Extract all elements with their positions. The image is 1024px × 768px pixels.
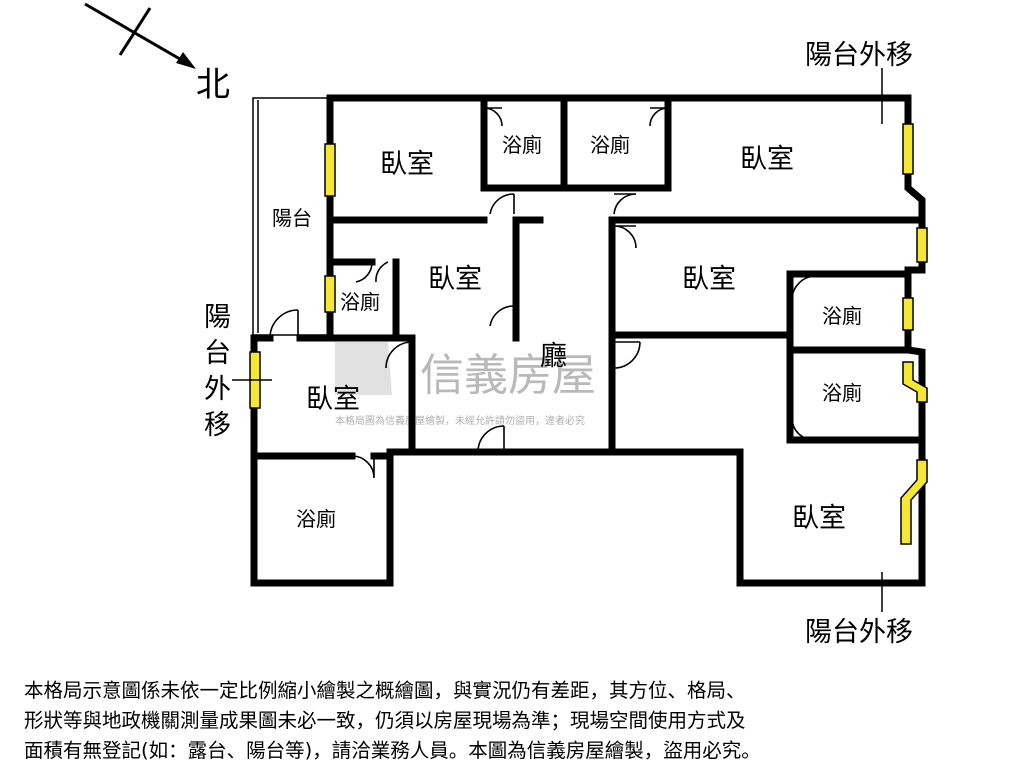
room-bath-right-lower: 浴廁: [822, 381, 862, 405]
note-balcony-moved-left: 陽 台 外 移: [204, 302, 231, 441]
room-bath-mid-left: 浴廁: [340, 290, 380, 314]
floor-plan: 北 信義房屋 本格局圖為信義房屋繪製，未經允許請勿盜用，違者必究: [84, 2, 928, 648]
walls: [250, 94, 926, 587]
note-left-char: 台: [204, 338, 231, 369]
window: [902, 297, 914, 331]
watermark-brand: 信義房屋: [420, 350, 596, 401]
north-label: 北: [196, 65, 230, 105]
disclaimer-line: 形狀等與地政機關測量成果圖未必一致，仍須以房屋現場為準；現場空間使用方式及: [24, 709, 746, 732]
room-bath-top-1: 浴廁: [502, 133, 542, 157]
balcony-markers: [232, 68, 883, 612]
note-left-char: 移: [204, 410, 231, 441]
window: [916, 227, 928, 263]
disclaimer: 本格局示意圖係未依一定比例縮小繪製之概繪圖，與實況仍有差距，其方位、格局、 形狀…: [24, 676, 1009, 766]
window: [902, 361, 928, 403]
brand-logo-icon: [335, 342, 392, 395]
room-bath-bottom-left: 浴廁: [296, 507, 336, 531]
note-balcony-moved-bottom: 陽台外移: [805, 617, 913, 648]
room-bedroom-top-left: 臥室: [380, 149, 434, 180]
window: [900, 459, 928, 545]
note-left-char: 外: [204, 374, 231, 405]
room-bedroom-mid-right: 臥室: [682, 264, 736, 295]
room-bedroom-lower-left: 臥室: [306, 384, 360, 415]
room-bedroom-mid-left: 臥室: [428, 264, 482, 295]
north-compass: 北: [84, 2, 230, 105]
window: [902, 123, 914, 175]
room-bath-top-2: 浴廁: [590, 133, 630, 157]
disclaimer-line: 本格局示意圖係未依一定比例縮小繪製之概繪圖，與實況仍有差距，其方位、格局、: [24, 679, 746, 702]
window: [324, 275, 336, 313]
room-bedroom-bottom-right: 臥室: [792, 503, 846, 534]
brand-watermark: 信義房屋 本格局圖為信義房屋繪製，未經允許請勿盜用，違者必究: [335, 342, 596, 427]
doors: [269, 107, 817, 479]
disclaimer-line: 面積有無登記(如：露台、陽台等)，請洽業務人員。本圖為信義房屋繪製，盜用必究。: [24, 739, 761, 762]
watermark-notice: 本格局圖為信義房屋繪製，未經允許請勿盜用，違者必究: [335, 414, 585, 427]
note-balcony-moved-top: 陽台外移: [805, 40, 913, 71]
windows: [249, 123, 928, 545]
window: [324, 143, 336, 197]
room-bedroom-top-right: 臥室: [740, 144, 794, 175]
note-left-char: 陽: [204, 302, 231, 333]
room-bath-right-upper: 浴廁: [822, 304, 862, 328]
room-balcony-left: 陽台: [272, 206, 312, 230]
room-living: 廳: [540, 341, 567, 372]
